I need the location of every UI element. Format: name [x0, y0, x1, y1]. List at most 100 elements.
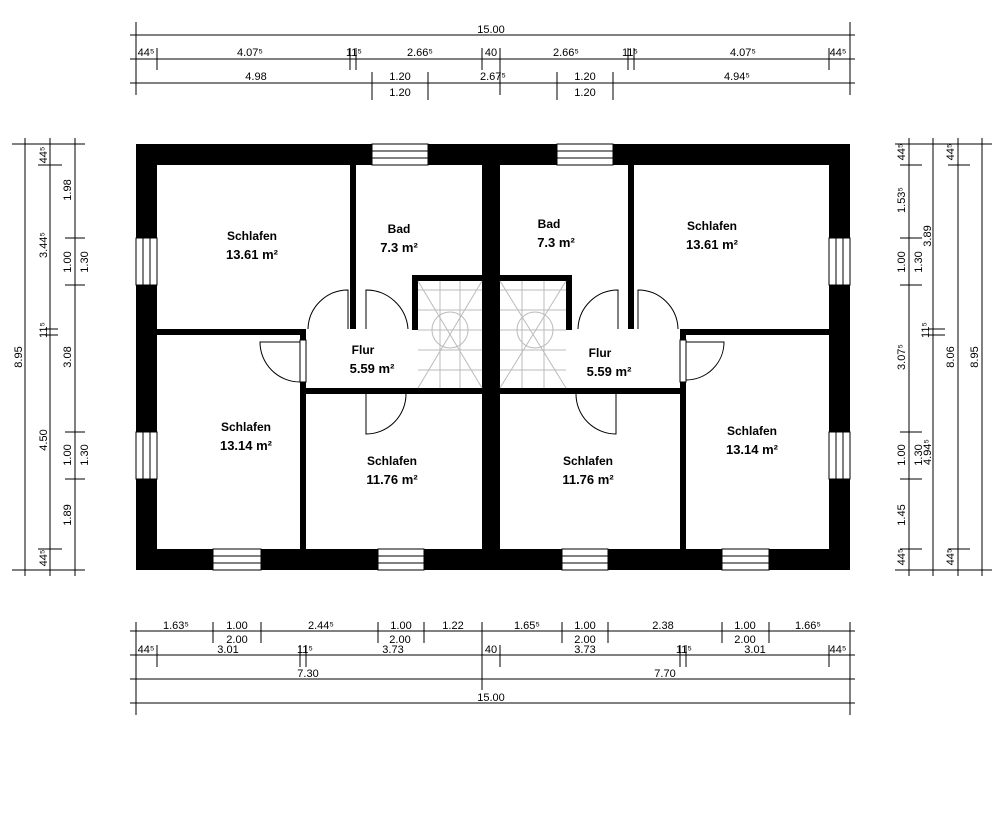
room-area: 13.61 m² — [226, 247, 279, 262]
dim-label: 2.00 — [389, 634, 410, 646]
dim-label: 1.30 — [913, 251, 925, 272]
room-area: 7.3 m² — [537, 235, 575, 250]
staircase — [417, 280, 567, 389]
dim-label: 1.00 — [62, 251, 74, 272]
dim-label: 44⁵ — [830, 644, 847, 656]
dim-label: 1.00 — [226, 620, 247, 632]
window — [561, 548, 609, 571]
dim-label: 11⁵ — [920, 322, 932, 338]
window — [135, 237, 158, 286]
dim-label: 11⁵ — [676, 644, 692, 656]
room-area: 5.59 m² — [350, 361, 395, 376]
dim-label: 4.98 — [245, 71, 266, 83]
door — [307, 289, 349, 330]
dim-label: 4.94⁵ — [724, 71, 750, 83]
dim-label: 1.30 — [913, 444, 925, 465]
door — [575, 393, 617, 435]
dim-label: 44⁵ — [896, 549, 908, 566]
room-name: Schlafen — [221, 420, 271, 434]
dim-label: 44⁵ — [830, 47, 847, 59]
dim-label: 3.44⁵ — [38, 232, 50, 258]
dim-label: 44⁵ — [945, 549, 957, 566]
window — [377, 548, 425, 571]
window — [721, 548, 770, 571]
walls — [136, 144, 850, 570]
dim-label: 44⁵ — [38, 550, 50, 567]
dim-label: 1.00 — [390, 620, 411, 632]
room-labels: Schlafen 13.61 m² Bad 7.3 m² Bad 7.3 m² … — [220, 217, 779, 487]
dim-label: 40 — [485, 47, 497, 59]
room-name: Flur — [352, 343, 375, 357]
room-name: Schlafen — [563, 454, 613, 468]
room-name: Schlafen — [227, 229, 277, 243]
window — [212, 548, 262, 571]
dim-label: 44⁵ — [38, 147, 50, 164]
dim-label: 1.53⁵ — [896, 187, 908, 213]
dim-label: 8.95 — [969, 346, 981, 367]
dim-label: 3.73 — [382, 644, 403, 656]
dim-label: 4.50 — [38, 429, 50, 450]
room-name: Bad — [538, 217, 561, 231]
dim-label: 1.00 — [734, 620, 755, 632]
window — [556, 143, 614, 166]
dim-label: 4.94⁵ — [922, 439, 934, 465]
window — [828, 431, 851, 480]
dim-label: 3.89 — [922, 225, 934, 246]
dim-label: 1.63⁵ — [163, 620, 189, 632]
dim-label: 1.30 — [79, 444, 91, 465]
room-area: 5.59 m² — [587, 364, 632, 379]
dim-label: 3.08 — [62, 346, 74, 367]
left-dimensions: 8.95 44⁵ 3.44⁵ 11⁵ 4.50 44⁵ 1.98 1.00 3.… — [12, 138, 91, 576]
top-dimensions: 15.00 44⁵ 4.07⁵ 11⁵ 2.66⁵ 40 2.66⁵ 11⁵ 4… — [130, 22, 855, 100]
dim-label: 44⁵ — [138, 644, 155, 656]
dim-label: 2.00 — [226, 634, 247, 646]
dim-label: 1.20 — [574, 71, 595, 83]
room-area: 13.14 m² — [726, 442, 779, 457]
dim-label: 1.20 — [389, 71, 410, 83]
dim-label: 1.20 — [574, 87, 595, 99]
dim-label: 1.20 — [389, 87, 410, 99]
room-name: Schlafen — [687, 219, 737, 233]
dim-label: 1.65⁵ — [514, 620, 540, 632]
dim-label: 2.00 — [734, 634, 755, 646]
dim-label: 1.89 — [62, 504, 74, 525]
dim-label: 44⁵ — [138, 47, 155, 59]
door — [637, 289, 679, 330]
dim-label: 7.70 — [654, 668, 675, 680]
dim-label: 1.98 — [62, 179, 74, 200]
room-area: 11.76 m² — [562, 472, 614, 487]
dim-label: 2.66⁵ — [553, 47, 579, 59]
window — [371, 143, 429, 166]
window — [828, 237, 851, 286]
dim-label: 2.67⁵ — [480, 71, 506, 83]
dim-label: 8.95 — [13, 346, 25, 367]
dim-label: 40 — [485, 644, 497, 656]
room-area: 11.76 m² — [366, 472, 418, 487]
room-name: Schlafen — [367, 454, 417, 468]
door — [685, 341, 725, 381]
dim-label: 7.30 — [297, 668, 318, 680]
dim-label: 1.22 — [442, 620, 463, 632]
dim-label: 1.00 — [896, 251, 908, 272]
room-name: Bad — [388, 222, 411, 236]
room-name: Flur — [589, 346, 612, 360]
dim-label: 44⁵ — [896, 144, 908, 161]
dim-label: 1.45 — [896, 504, 908, 525]
dim-label: 1.00 — [62, 444, 74, 465]
room-name: Schlafen — [727, 424, 777, 438]
dim-label: 1.66⁵ — [795, 620, 821, 632]
bottom-dimensions: 1.63⁵ 1.00 2.44⁵ 1.00 1.22 1.65⁵ 1.00 2.… — [130, 620, 855, 715]
dim-label: 3.73 — [574, 644, 595, 656]
door — [365, 393, 407, 435]
dim-label: 2.66⁵ — [407, 47, 433, 59]
dim-label: 1.30 — [79, 251, 91, 272]
dim-label: 44⁵ — [945, 144, 957, 161]
dim-label: 3.07⁵ — [896, 344, 908, 370]
right-dimensions: 44⁵ 1.53⁵ 1.00 3.07⁵ 1.00 1.45 44⁵ 1.30 … — [895, 138, 992, 576]
door — [577, 289, 619, 330]
room-area: 13.61 m² — [686, 237, 739, 252]
dim-label: 11⁵ — [297, 644, 313, 656]
dim-label: 4.07⁵ — [730, 47, 756, 59]
dim-label: 1.00 — [574, 620, 595, 632]
